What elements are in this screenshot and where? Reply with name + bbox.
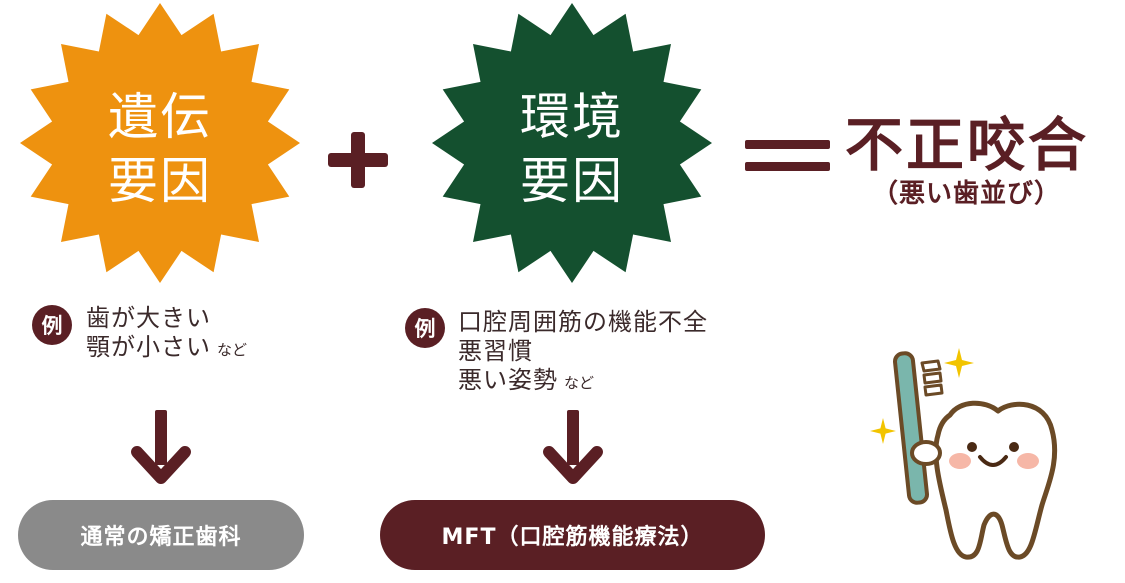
tooth-character-icon xyxy=(893,351,1058,560)
environment-etc-note: など xyxy=(564,374,595,392)
genetic-example-2-text: 顎が小さい xyxy=(86,333,211,361)
sparkle-icon-small xyxy=(870,418,896,444)
environment-example-1: 口腔周囲筋の機能不全 xyxy=(458,309,708,335)
genetic-down-arrow-icon xyxy=(131,410,191,484)
result-subtitle: （悪い歯並び） xyxy=(872,179,1062,209)
sparkle-icon xyxy=(944,348,974,378)
environment-factor-title-line2: 要因 xyxy=(520,152,624,210)
genetic-example-2: 顎が小さいなど xyxy=(86,334,247,363)
genetic-factor-title-line2: 要因 xyxy=(108,152,212,210)
equals-icon xyxy=(745,140,830,171)
environment-factor-title-line1: 環境 xyxy=(520,88,624,146)
standard-orthodontics-pill: 通常の矯正歯科 xyxy=(18,500,304,570)
result-title: 不正咬合 xyxy=(845,111,1090,179)
genetic-factor-title: 遺伝 要因 xyxy=(60,85,260,213)
environment-example-badge: 例 xyxy=(405,308,445,348)
plus-icon xyxy=(328,132,388,188)
genetic-example-badge: 例 xyxy=(32,305,72,345)
genetic-example-1: 歯が大きい xyxy=(86,305,211,331)
genetic-factor-burst xyxy=(20,3,300,283)
environment-example-2: 悪習慣 xyxy=(458,338,533,364)
environment-down-arrow-icon xyxy=(543,410,603,484)
environment-factor-burst xyxy=(432,3,712,283)
environment-example-3-text: 悪い姿勢 xyxy=(458,366,558,394)
genetic-etc-note: など xyxy=(217,341,248,359)
mft-therapy-pill: MFT（口腔筋機能療法） xyxy=(380,500,765,570)
genetic-factor-title-line1: 遺伝 xyxy=(108,88,212,146)
environment-example-3: 悪い姿勢など xyxy=(458,367,594,396)
environment-factor-title: 環境 要因 xyxy=(472,85,672,213)
environment-example-2-text: 悪習慣 xyxy=(458,337,533,365)
toothbrush-icon xyxy=(893,351,944,505)
environment-example-1-text: 口腔周囲筋の機能不全 xyxy=(458,308,708,336)
genetic-example-1-text: 歯が大きい xyxy=(86,304,211,332)
